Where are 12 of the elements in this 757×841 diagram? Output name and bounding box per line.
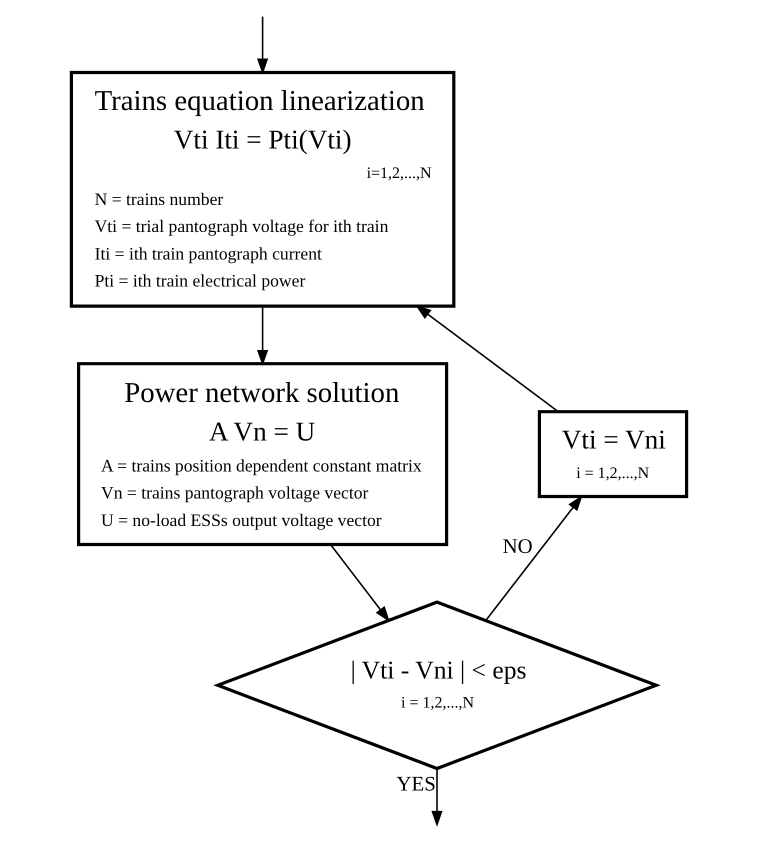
node-box: Power network solution A Vn = U A = trains position dependent constant matrix Vn = trains pantograph voltage vector U = no-load ESSs output voltage vector	[76, 362, 448, 546]
edge-label: YES	[396, 772, 436, 796]
arrow	[256, 306, 268, 366]
edge-label: NO	[502, 534, 532, 558]
arrow	[256, 16, 268, 75]
node-box: Trains equation linearization Vti Iti = Pti(Vti) i=1,2,...,N N = trains number Vti = trial pantograph voltage for ith train Iti = ith train pantograph current Pti = ith train electrical power	[69, 70, 455, 308]
arrow	[430, 768, 442, 827]
arrow	[414, 304, 558, 412]
node-box: Vti = Vni i = 1,2,...,N	[537, 410, 688, 498]
node-diamond: | Vti - Vni | < eps i = 1,2,...,N	[212, 600, 660, 770]
arrow	[484, 495, 582, 621]
arrow	[329, 544, 390, 622]
